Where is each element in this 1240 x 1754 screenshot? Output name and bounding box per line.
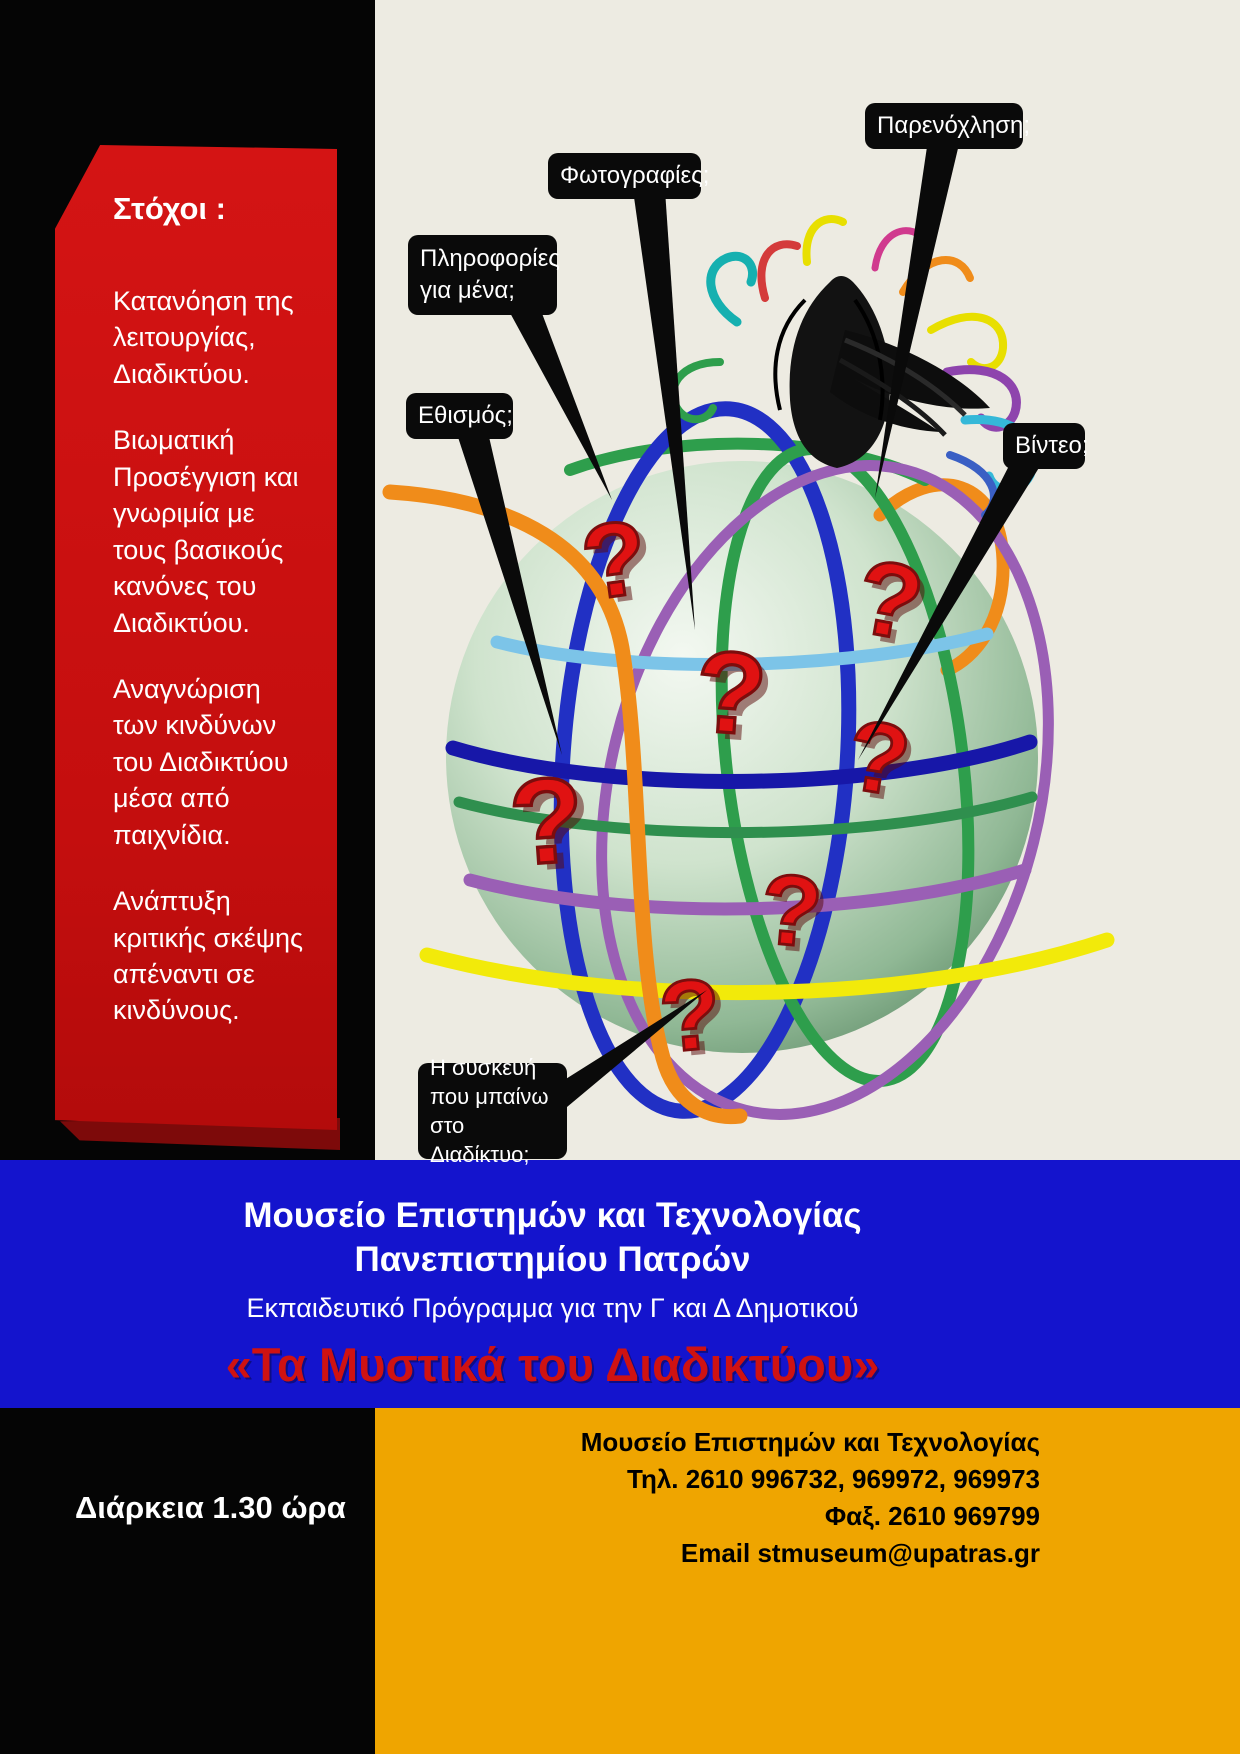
- contact-museum: Μουσείο Επιστημών και Τεχνολογίας: [580, 1427, 1040, 1457]
- svg-text:?: ?: [698, 633, 777, 767]
- question-mark-icon: ? ?: [690, 625, 778, 767]
- question-mark-icon: ? ?: [504, 749, 597, 897]
- callout-video: Βίντεο;: [1003, 423, 1089, 469]
- contact-block: Μουσείο Επιστημών και Τεχνολογίας Τηλ. 2…: [375, 1408, 1240, 1572]
- svg-text:?: ?: [691, 626, 770, 760]
- callout-label: Φωτογραφίες;: [560, 162, 710, 190]
- creature-icon: [773, 276, 990, 468]
- question-mark-icon: ? ?: [838, 698, 923, 825]
- callout-label: Πληροφορίες για μένα;: [420, 245, 560, 304]
- svg-text:?: ?: [662, 963, 732, 1079]
- goals-heading: Στόχοι :: [113, 191, 226, 226]
- svg-text:?: ?: [762, 860, 832, 976]
- callout-device: Η συσκευή που μπαίνω στο Διαδίκτυο;: [418, 1055, 567, 1167]
- callout-label: Η συσκευή που μπαίνω στο Διαδίκτυο;: [430, 1054, 549, 1168]
- callout-addiction: Εθισμός;: [406, 393, 513, 439]
- goal-item: Βιωματική Προσέγγιση και γνωριμία με του…: [113, 425, 299, 638]
- callout-photos: Φωτογραφίες;: [548, 153, 709, 199]
- duration-label: Διάρκεια 1.30 ώρα: [75, 1490, 346, 1525]
- callout-label: Εθισμός;: [418, 402, 513, 430]
- contact-fax: Φαξ. 2610 969799: [824, 1501, 1040, 1531]
- contact-email: Email stmuseum@upatras.gr: [680, 1538, 1040, 1568]
- poster-title: «Τα Μυστικά του Διαδικτύου»: [225, 1338, 880, 1391]
- museum-name-line2: Πανεπιστημίου Πατρών: [354, 1240, 751, 1279]
- svg-text:?: ?: [505, 751, 588, 891]
- museum-name-line1: Μουσείο Επιστημών και Τεχνολογίας: [243, 1196, 862, 1235]
- goal-item: Κατανόηση της λειτουργίας, Διαδικτύου.: [113, 286, 294, 389]
- program-subtitle: Εκπαιδευτικό Πρόγραμμα για την Γ και Δ Δ…: [246, 1293, 859, 1323]
- globe-parallel-ribbons: [419, 627, 1115, 1001]
- goal-item: Αναγνώριση των κινδύνων του Διαδικτύου μ…: [113, 673, 289, 850]
- contact-phone: Τηλ. 2610 996732, 969972, 969973: [627, 1464, 1040, 1494]
- goals-panel: Στόχοι : Κατανόηση της λειτουργίας, Διαδ…: [55, 145, 337, 1130]
- museum-band: Μουσείο Επιστημών και Τεχνολογίας Πανεπι…: [0, 1160, 1240, 1408]
- callout-label: Βίντεο;: [1015, 432, 1089, 460]
- internet-globe-illustration: ? ? ? ? ? ? ? ? ? ? ? ? ? ?: [382, 140, 1115, 1125]
- contact-background: [375, 1408, 1240, 1754]
- callout-personal-info: Πληροφορίες για μένα;: [408, 235, 560, 315]
- museum-band-background: [0, 1160, 1240, 1408]
- svg-text:?: ?: [756, 853, 826, 969]
- callout-label: Παρενόχληση;: [877, 112, 1031, 140]
- orange-swoosh: [382, 484, 748, 1125]
- question-mark-icon: ? ?: [755, 852, 833, 976]
- callout-tails: [455, 140, 1045, 1112]
- svg-text:?: ?: [514, 757, 597, 897]
- callout-harassment: Παρενόχληση;: [865, 103, 1030, 149]
- goal-item: Ανάπτυξη κριτικής σκέψης απέναντι σε κιν…: [113, 886, 304, 1026]
